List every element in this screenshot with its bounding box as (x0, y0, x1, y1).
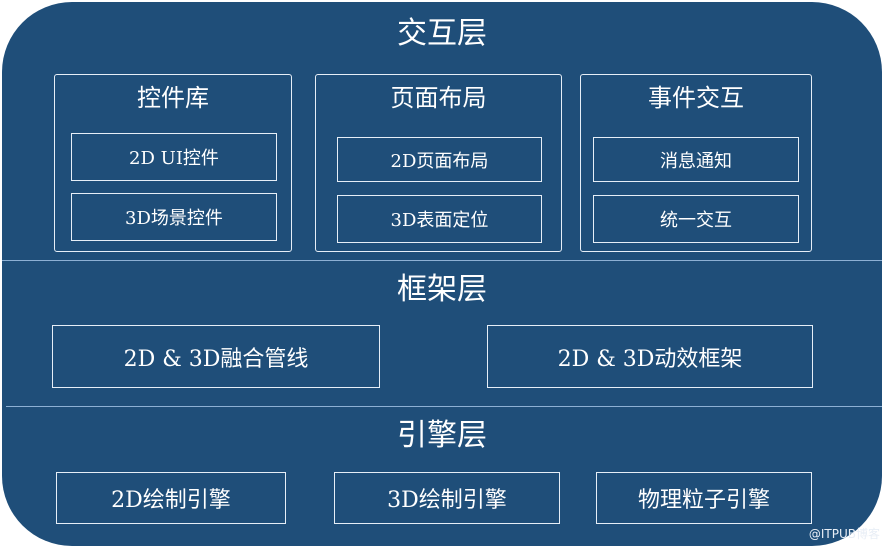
box-2d-page-layout: 2D页面布局 (337, 137, 542, 182)
group-control-library-title: 控件库 (137, 84, 209, 112)
engine-layer-title: 引擎层 (397, 418, 487, 453)
divider-1 (2, 260, 882, 261)
box-2d-render-engine: 2D绘制引擎 (56, 472, 286, 524)
box-message-notification: 消息通知 (593, 137, 799, 182)
watermark-text: @ITPUB博客 (808, 527, 880, 541)
group-event-interaction: 事件交互 消息通知 统一交互 (580, 74, 812, 252)
architecture-panel: 交互层 控件库 2D UI控件 3D场景控件 页面布局 2D页面布局 3D表面定… (2, 2, 882, 546)
interaction-layer-title: 交互层 (397, 16, 487, 51)
group-page-layout: 页面布局 2D页面布局 3D表面定位 (315, 74, 562, 252)
box-3d-surface-positioning: 3D表面定位 (337, 195, 542, 243)
box-2d-3d-animation-framework: 2D & 3D动效框架 (487, 325, 813, 388)
box-physics-particle-engine: 物理粒子引擎 (596, 472, 812, 524)
box-2d-3d-fusion-pipeline: 2D & 3D融合管线 (52, 325, 380, 388)
box-2d-ui-controls: 2D UI控件 (71, 133, 277, 181)
divider-2 (6, 406, 882, 407)
group-control-library: 控件库 2D UI控件 3D场景控件 (54, 74, 292, 252)
group-event-interaction-title: 事件交互 (648, 84, 744, 112)
framework-layer-title: 框架层 (397, 272, 487, 307)
group-page-layout-title: 页面布局 (390, 84, 487, 112)
box-3d-render-engine: 3D绘制引擎 (334, 472, 560, 524)
box-unified-interaction: 统一交互 (593, 195, 799, 243)
box-3d-scene-controls: 3D场景控件 (71, 193, 277, 241)
